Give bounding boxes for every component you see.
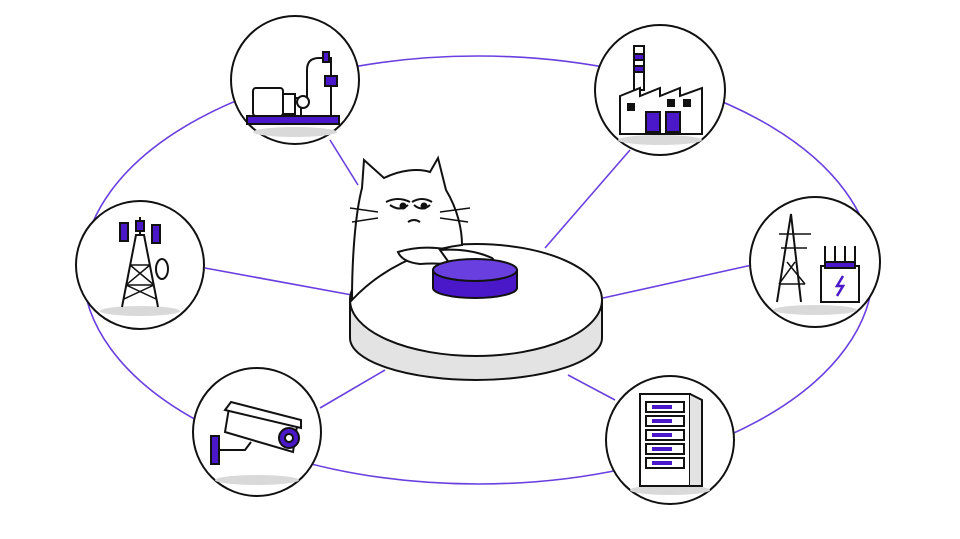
substation-node [749, 196, 881, 328]
link-pump [329, 139, 359, 186]
pump-icon [246, 51, 340, 125]
camera-node [192, 367, 322, 497]
factory-icon [619, 45, 703, 135]
cat-character [349, 155, 497, 303]
link-substation [602, 264, 753, 299]
antenna-tower-icon [119, 217, 169, 308]
big-button [432, 258, 518, 299]
tower-node [75, 200, 205, 330]
link-camera [319, 369, 386, 409]
link-tower [204, 267, 353, 296]
server-rack-icon [639, 393, 703, 487]
link-factory [544, 149, 631, 249]
server-node [605, 375, 735, 505]
central-platform [349, 243, 603, 381]
link-server [567, 374, 616, 401]
factory-node [594, 24, 726, 156]
power-line-transformer-icon [776, 213, 860, 303]
pump-node [230, 15, 360, 145]
cctv-camera-icon [210, 400, 302, 465]
